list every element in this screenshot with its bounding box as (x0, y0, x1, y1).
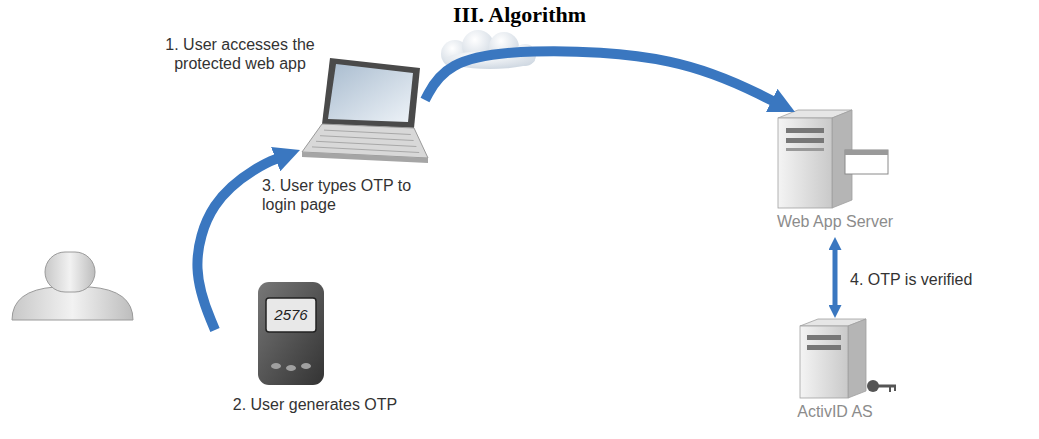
server-bay (786, 138, 824, 143)
token-button (301, 363, 311, 369)
token-screen (266, 298, 316, 332)
step-label: 3. User types OTP to login page (262, 176, 412, 214)
flow-arrow (425, 51, 774, 101)
user-head (45, 252, 95, 292)
keyboard-row (324, 130, 411, 134)
keyboard-row (316, 141, 416, 146)
keyboard-row (312, 147, 419, 153)
server-label: ActivID AS (797, 402, 873, 421)
step-label: 1. User accesses the protected web app (155, 35, 325, 73)
flow-arrow (833, 249, 838, 307)
server-bay (807, 345, 841, 350)
user-figure (12, 252, 133, 320)
server-front (800, 326, 848, 398)
otp-token (258, 282, 324, 385)
keyboard-row (320, 136, 414, 141)
key-shaft (878, 385, 896, 388)
server-side (848, 319, 866, 398)
token-body (258, 282, 324, 385)
key-bow (867, 380, 879, 392)
server-node: Web App Server (735, 112, 935, 237)
server-front (778, 118, 832, 208)
server-bay (807, 335, 841, 340)
laptop-front (302, 152, 428, 163)
laptop (302, 58, 428, 163)
step-label: 2. User generates OTP (233, 395, 398, 414)
token-button (271, 363, 281, 369)
laptop-bezel (322, 58, 420, 128)
step-label: 4. OTP is verified (850, 270, 972, 289)
app-window (845, 150, 888, 174)
laptop-node: 1. User accesses the protected web app (300, 55, 425, 165)
server-label: Web App Server (777, 212, 893, 231)
laptop-base (302, 124, 428, 158)
laptop-screen (328, 64, 413, 122)
laptop-keyboard (312, 130, 419, 152)
key-tooth (889, 386, 891, 392)
token-node: 2576 2. User generates OTP (215, 278, 415, 423)
token-button (286, 365, 296, 371)
otp-code: 2576 (266, 298, 316, 332)
auth-server-icon (800, 319, 896, 398)
server-bay (786, 128, 824, 133)
app-window-bar (845, 150, 888, 155)
key-tooth (894, 386, 896, 391)
server-node: ActivID AS (770, 318, 900, 422)
diagram-title: III. Algorithm (0, 2, 1039, 28)
server-bay (786, 148, 824, 151)
web-server-icon (778, 110, 888, 208)
